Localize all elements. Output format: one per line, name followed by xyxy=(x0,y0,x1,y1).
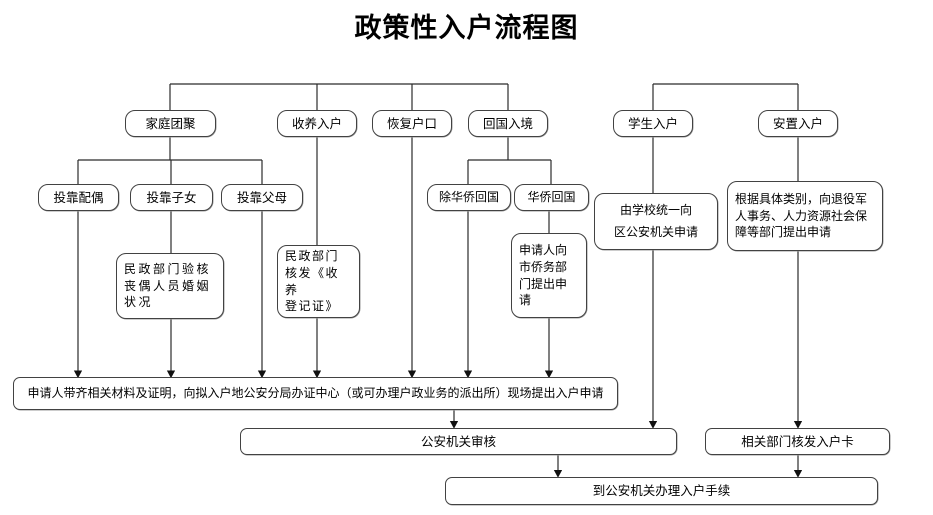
node-complete-procedure: 到公安机关办理入户手续 xyxy=(445,477,878,505)
node-join-spouse: 投靠配偶 xyxy=(38,184,119,211)
node-adoption: 收养入户 xyxy=(277,110,357,137)
node-onsite-application: 申请人带齐相关材料及证明，向拟入户地公安分局办证中心（或可办理户政业务的派出所）… xyxy=(13,377,618,410)
node-non-overseas-return: 除华侨回国 xyxy=(427,184,511,211)
page-title: 政策性入户流程图 xyxy=(354,13,579,44)
node-apply-overseas-office: 申请人向 市侨务部 门提出申 请 xyxy=(511,233,587,318)
node-school-apply: 由学校统一向 区公安机关申请 xyxy=(594,193,718,250)
node-student: 学生入户 xyxy=(613,110,693,137)
node-family-reunion: 家庭团聚 xyxy=(125,110,216,137)
node-overseas-return: 华侨回国 xyxy=(514,184,589,211)
node-issue-hukou-card: 相关部门核发入户卡 xyxy=(705,428,890,455)
node-return-entry: 回国入境 xyxy=(468,110,548,137)
node-join-children: 投靠子女 xyxy=(130,184,213,211)
node-resettlement: 安置入户 xyxy=(758,110,838,137)
node-restore-hukou: 恢复户口 xyxy=(372,110,452,137)
node-police-review: 公安机关审核 xyxy=(240,428,677,455)
node-civil-verify-widowed: 民政部门验核 丧偶人员婚姻 状况 xyxy=(116,253,224,319)
node-civil-issue-adoption-cert: 民政部门 核发《收养 登记证》 xyxy=(277,245,360,318)
node-veteran-apply: 根据具体类别，向退役军 人事务、人力资源社会保 障等部门提出申请 xyxy=(727,181,883,251)
node-join-parents: 投靠父母 xyxy=(221,184,303,211)
